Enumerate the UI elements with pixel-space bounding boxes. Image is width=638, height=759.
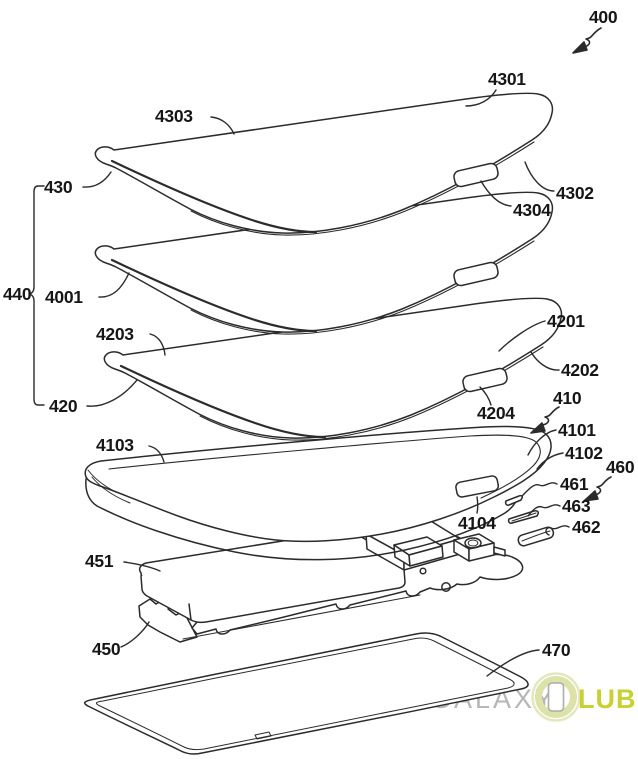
- leader-430: [82, 171, 112, 188]
- watermark-phone-icon: [547, 682, 565, 712]
- camera-step-side: [408, 545, 444, 567]
- display-edge-contour-1: [91, 476, 131, 504]
- label-4103: 4103: [96, 435, 134, 455]
- display-edge-contour-2: [87, 469, 117, 493]
- back-cover-outline: [83, 632, 529, 755]
- reference-labels: 400 4301 4303 430 4302 4304 440 4001 420…: [3, 7, 635, 660]
- arrow-460-head: [583, 490, 599, 502]
- label-400: 400: [589, 7, 618, 27]
- watermark-ring-outer: [531, 672, 581, 722]
- battery-front-face: [140, 568, 406, 624]
- leader-451: [123, 561, 161, 572]
- label-4203: 4203: [96, 324, 134, 344]
- back-cover-port-detail: [254, 731, 272, 740]
- leader-463: [527, 504, 561, 517]
- leader-4001: [98, 272, 130, 298]
- bracket-thickness-line: [182, 594, 421, 640]
- side-parts-460: [504, 494, 555, 547]
- label-420: 420: [49, 396, 78, 416]
- label-430: 430: [44, 177, 73, 197]
- display-connector-tab-4104: [455, 475, 500, 498]
- label-4001: 4001: [45, 287, 83, 307]
- label-4303: 4303: [155, 106, 193, 126]
- label-451: 451: [85, 551, 114, 571]
- leader-461: [521, 482, 558, 497]
- part-462-edge: [521, 530, 551, 542]
- leader-450: [120, 621, 150, 648]
- part-462: [517, 526, 555, 547]
- display-top-face: [84, 425, 552, 543]
- brace-440: [28, 185, 45, 406]
- label-4104: 4104: [458, 513, 496, 533]
- label-440: 440: [3, 284, 32, 304]
- leader-4104: [476, 496, 479, 514]
- leader-lines: [28, 89, 570, 677]
- leader-4103: [148, 445, 165, 463]
- part-461: [504, 494, 523, 506]
- leader-4302: [524, 161, 555, 192]
- arrow-400-head: [572, 41, 588, 54]
- camera-connector-arm: [493, 546, 506, 557]
- leader-462: [545, 525, 570, 536]
- back-cover-470: [83, 632, 529, 755]
- battery-451: [138, 530, 407, 624]
- bracket-screw-boss: [441, 582, 451, 592]
- label-4302: 4302: [556, 183, 594, 203]
- label-461: 461: [560, 474, 589, 494]
- arrow-410-head: [530, 422, 546, 434]
- label-470: 470: [542, 640, 571, 660]
- part-463-edge: [511, 512, 537, 522]
- label-4202: 4202: [561, 360, 599, 380]
- bracket-screw-hole: [419, 567, 427, 575]
- leader-4203: [149, 333, 166, 356]
- arrow-410-line: [541, 406, 560, 426]
- leader-4303: [210, 116, 235, 135]
- arrow-460-line: [593, 476, 612, 496]
- label-463: 463: [562, 496, 591, 516]
- battery-corner-edge: [188, 603, 192, 621]
- label-4102: 4102: [565, 443, 603, 463]
- camera-lens-inner: [467, 539, 479, 547]
- back-cover-rim: [95, 637, 515, 751]
- display-screen-inner-line: [108, 434, 541, 499]
- label-460: 460: [606, 457, 635, 477]
- leader-4201: [498, 320, 546, 352]
- display-panel-410: [84, 425, 552, 561]
- leader-4102: [536, 452, 564, 470]
- leader-4204: [479, 386, 492, 406]
- camera-lens: [464, 537, 482, 549]
- leader-4101: [527, 429, 557, 456]
- arrow-400-line: [582, 27, 602, 48]
- label-4204: 4204: [477, 403, 515, 423]
- leader-470: [486, 649, 540, 677]
- label-410: 410: [553, 388, 582, 408]
- label-450: 450: [92, 639, 121, 659]
- reference-arrows: [530, 27, 612, 502]
- watermark-ring-icon: [535, 676, 577, 718]
- leader-4202: [530, 351, 560, 371]
- leader-4304: [480, 180, 512, 207]
- leader-420: [86, 379, 138, 407]
- label-462: 462: [572, 517, 601, 537]
- watermark-lub-text: LUB: [578, 684, 637, 714]
- label-4201: 4201: [547, 311, 585, 331]
- label-4101: 4101: [558, 420, 596, 440]
- leader-4301: [465, 89, 497, 107]
- label-4301: 4301: [488, 69, 526, 89]
- display-front-silhouette: [85, 478, 518, 561]
- label-4304: 4304: [513, 200, 551, 220]
